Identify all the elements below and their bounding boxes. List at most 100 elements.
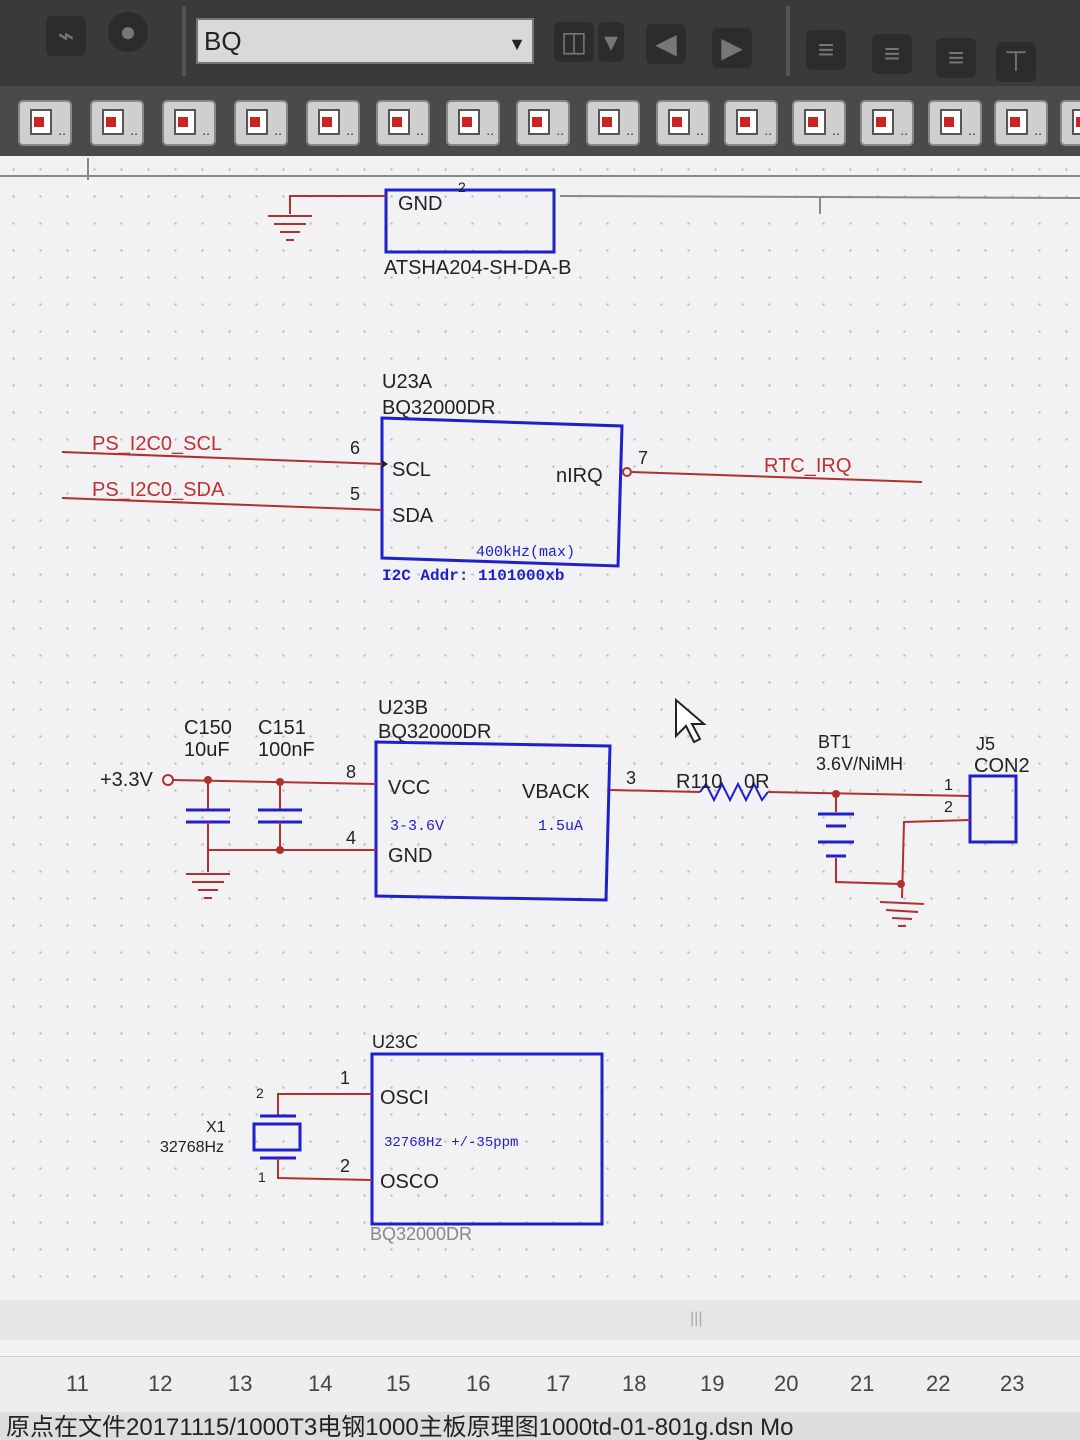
document-tab[interactable]: .. [586,100,640,146]
c151-value: 100nF [258,739,315,761]
u23a-part[interactable]: U23A BQ32000DR SCL SDA nIRQ 6 5 7 400kHz… [350,371,648,585]
u23b-value: BQ32000DR [378,721,491,743]
net-label-rtc-irq[interactable]: RTC_IRQ [764,455,851,477]
rtc-irq-wire[interactable] [631,471,923,483]
scrollbar-grip-icon[interactable]: ||| [690,1310,703,1327]
inverted-pin-icon [622,467,632,477]
align-top-icon[interactable]: ⊤ [996,42,1036,82]
part-search-value: BQ [204,26,242,56]
j5-connector[interactable]: J5 CON2 1 2 [897,734,1030,899]
j5-pin1-number: 1 [944,777,953,794]
dropdown-arrow-icon[interactable]: ▾ [598,22,624,62]
document-tab[interactable]: .. [724,100,778,146]
align-right-icon[interactable]: ≡ [936,38,976,78]
u23b-pin-gnd-name: GND [388,845,432,867]
battery-cell-icon [818,812,854,858]
align-center-icon[interactable]: ≡ [872,34,912,74]
toolbar-grip[interactable] [182,6,186,76]
sda-wire[interactable] [61,497,383,511]
x1-pin2-number: 2 [256,1085,264,1101]
ruler-tick: 16 [466,1371,491,1396]
junction-dot-icon [276,778,284,786]
back-arrow-icon[interactable]: ◀ [646,24,686,64]
u23c-ref: U23C [372,1032,418,1052]
bt1-battery[interactable]: BT1 3.6V/NiMH [816,732,903,885]
align-left-icon[interactable]: ≡ [806,30,846,70]
wire-tool-icon[interactable]: ⌁ [46,16,86,56]
junction-dot-icon [204,776,212,784]
u23a-pin-scl-name: SCL [392,459,431,481]
ruler-tick: 19 [700,1371,725,1396]
part-search-combobox[interactable]: BQ ▼ [196,18,534,64]
u23a-value: BQ32000DR [382,397,495,419]
scl-wire[interactable] [61,451,383,465]
document-tab[interactable]: .. [376,100,430,146]
document-tab[interactable]: .. [516,100,570,146]
ruler-tick: 21 [850,1371,875,1396]
ground-symbol-icon [268,215,312,241]
atsha204-gnd-wire[interactable] [289,195,386,214]
globe-icon[interactable]: ● [108,12,148,52]
document-tab[interactable]: .. [446,100,500,146]
document-tab[interactable]: .. [18,100,72,146]
document-tab[interactable] [1060,100,1080,146]
atsha204-part[interactable]: 2 GND ATSHA204-SH-DA-B [268,179,571,279]
document-tab[interactable]: .. [928,100,982,146]
chevron-down-icon[interactable]: ▼ [508,34,526,54]
u23b-note-vcc: 3-3.6V [390,818,444,835]
ruler-tick: 13 [228,1371,253,1396]
toolbar-grip-2[interactable] [786,6,790,76]
atsha204-body [384,188,556,254]
atsha204-pin-label: GND [398,193,442,215]
x1-crystal[interactable]: X1 32768Hz 2 1 [160,1085,373,1185]
document-tab[interactable]: .. [994,100,1048,146]
document-tab[interactable]: .. [656,100,710,146]
u23c-part[interactable]: U23C OSCI OSCO 32768Hz +/-35ppm 1 2 BQ32… [340,1032,604,1244]
c150-ref: C150 [184,717,232,739]
document-tab[interactable]: .. [792,100,846,146]
document-tab[interactable]: .. [860,100,914,146]
binoculars-icon[interactable]: ◫ [554,22,594,62]
junction-dot-icon [897,880,905,888]
j5-pin2-number: 2 [944,799,953,816]
u23c-pin1-number: 1 [340,1068,350,1088]
u23a-pin7-number: 7 [638,448,648,468]
atsha204-value: ATSHA204-SH-DA-B [384,257,571,279]
r110-resistor[interactable]: R110 0R [609,771,971,803]
u23a-pin-sda-name: SDA [392,505,434,527]
status-bar: 原点在文件20171115/1000T3电钢1000主板原理图1000td-01… [0,1412,1080,1440]
net-label-scl[interactable]: PS_I2C0_SCL [92,433,222,455]
schematic-canvas[interactable] [0,156,1080,1356]
document-tabs-bar: .. .. .. .. .. .. .. .. .. .. .. .. .. .… [0,86,1080,156]
document-tab[interactable]: .. [90,100,144,146]
net-label-vcc[interactable]: +3.3V [100,769,153,791]
schematic-page-icon [246,109,268,135]
u23c-value: BQ32000DR [370,1224,472,1244]
atsha204-pin-number: 2 [458,179,466,195]
horizontal-scrollbar[interactable]: ||| [0,1300,1080,1340]
u23c-pin-osci-name: OSCI [380,1087,429,1109]
c150-capacitor[interactable]: C150 10uF [184,717,232,872]
forward-arrow-icon[interactable]: ▶ [712,28,752,68]
u23a-note-speed: 400kHz(max) [476,544,575,561]
schematic-page-icon [458,109,480,135]
document-tab[interactable]: .. [306,100,360,146]
u23b-part[interactable]: U23B BQ32000DR VCC GND VBACK 3-3.6V 1.5u… [346,697,636,902]
schematic-page-icon [174,109,196,135]
c151-capacitor[interactable]: C151 100nF [258,717,315,854]
crystal-icon [252,1122,302,1152]
net-label-sda[interactable]: PS_I2C0_SDA [92,479,225,501]
x1-pin1-number: 1 [258,1169,266,1185]
schematic-page-icon [1006,109,1028,135]
sheet-border-line [559,195,1080,199]
schematic-page-icon [940,109,962,135]
u23a-body [380,416,624,568]
bt1-value: 3.6V/NiMH [816,754,903,774]
ruler-tick: 15 [386,1371,411,1396]
u23b-ref: U23B [378,697,428,719]
u23a-pin5-number: 5 [350,484,360,504]
document-tab[interactable]: .. [162,100,216,146]
document-tab[interactable]: .. [234,100,288,146]
u23b-pin8-number: 8 [346,762,356,782]
